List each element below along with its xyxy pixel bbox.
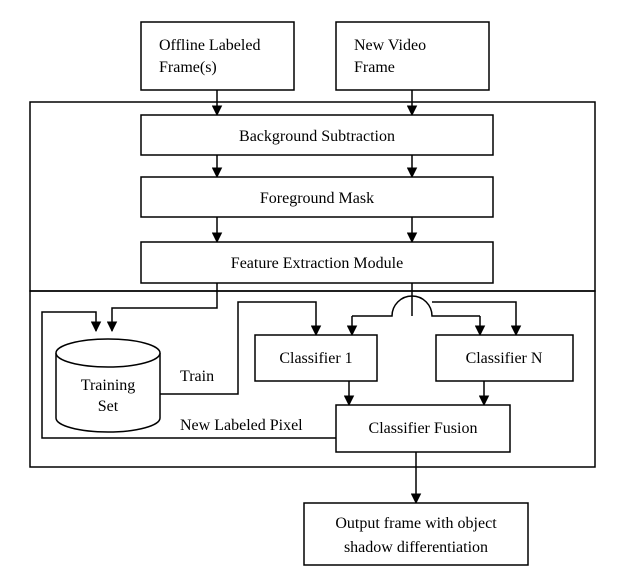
output-frame-box: Output frame with object shadow differen… (303, 502, 529, 566)
classifier-1-box: Classifier 1 (254, 334, 378, 382)
train-label: Train (180, 368, 214, 385)
offline-labeled-line-2: Frame(s) (159, 59, 217, 76)
new-labeled-pixel-label: New Labeled Pixel (180, 417, 303, 434)
foreground-mask-box: Foreground Mask (140, 176, 494, 218)
arrow-train-to-classifier-n (432, 301, 522, 337)
background-subtraction-box: Background Subtraction (140, 114, 494, 156)
new-video-line-2: Frame (354, 59, 395, 76)
feature-extraction-label: Feature Extraction Module (231, 255, 403, 272)
offline-labeled-frames-box: Offline Labeled Frame(s) (140, 21, 295, 91)
background-subtraction-label: Background Subtraction (239, 128, 395, 145)
classifier-1-label: Classifier 1 (279, 350, 352, 367)
classifier-fusion-box: Classifier Fusion (335, 404, 511, 453)
arrow-train-to-classifier-1 (160, 301, 322, 395)
training-set-line-1: Training (81, 377, 136, 394)
offline-labeled-line-1: Offline Labeled (159, 37, 260, 54)
output-line-1: Output frame with object (335, 515, 497, 532)
arrow-fe-to-training (106, 283, 218, 333)
classifier-n-box: Classifier N (435, 334, 574, 382)
new-video-frame-box: New Video Frame (335, 21, 490, 91)
feature-bus (352, 283, 480, 317)
classifier-fusion-label: Classifier Fusion (369, 420, 478, 437)
classifier-n-label: Classifier N (466, 350, 543, 367)
foreground-mask-label: Foreground Mask (260, 190, 374, 207)
classification-frame (29, 290, 596, 468)
arrow-feedback-to-training (41, 311, 336, 439)
feature-extraction-box: Feature Extraction Module (140, 241, 494, 284)
training-set-cylinder: Training Set (55, 338, 161, 433)
training-set-line-2: Set (98, 398, 119, 415)
new-video-line-1: New Video (354, 37, 426, 54)
output-line-2: shadow differentiation (344, 539, 488, 556)
